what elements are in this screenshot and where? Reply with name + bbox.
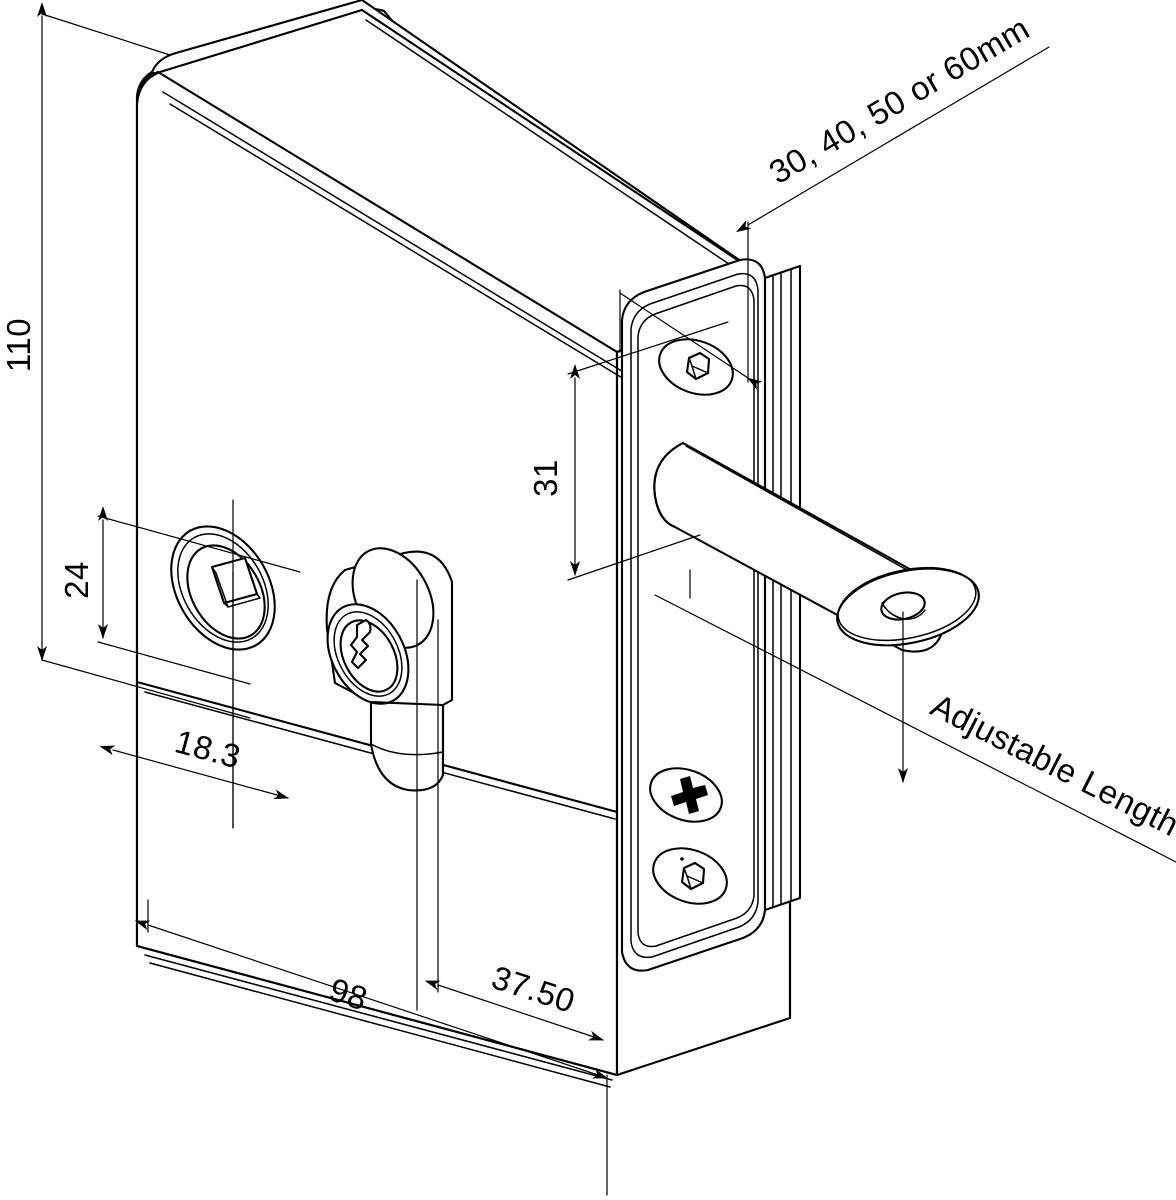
spindle-square-hole-depth-2 — [227, 593, 261, 608]
dimension-24: 24 — [58, 506, 301, 685]
lock-body-top-right-bevel — [365, 19, 788, 304]
cylinder-face-ring-mid — [333, 611, 403, 697]
screw-hex-bottom-dot — [680, 857, 684, 861]
backplate-inner-outline-1 — [630, 272, 759, 959]
handle-lever — [653, 441, 980, 653]
dim-31-ext-bottom — [567, 534, 701, 581]
dim-24-ext-top — [97, 515, 301, 573]
thickness-options-label: 30, 40, 50 or 60mm — [763, 9, 1036, 191]
lock-body-top-bevel-1 — [162, 91, 626, 374]
thickness-dim-inner — [619, 292, 763, 390]
spindle-square-hole-depth — [211, 566, 229, 608]
dim-98-line — [134, 920, 608, 1079]
escutcheon-ring-2 — [177, 533, 269, 643]
lock-body-top-right-edge — [360, 8, 792, 297]
adjustable-leader-line — [654, 594, 1176, 863]
cylinder-cam-bottom — [370, 743, 444, 756]
square-spindle-escutcheon — [170, 525, 276, 651]
handle-end-hole-depth — [881, 602, 926, 620]
dim-110-ext-top — [41, 13, 171, 56]
handle-shaft-top-line — [685, 445, 917, 576]
screw-phillips — [649, 767, 723, 823]
dim-31-ext-top — [567, 321, 729, 375]
lock-body-top-bevel-2 — [169, 103, 630, 383]
adjustable-length-label: Adjustable Length — [925, 686, 1176, 843]
dim-31-label: 31 — [527, 459, 564, 497]
cylinder-cam-edge — [369, 700, 445, 707]
dim-24-ext-bottom — [97, 641, 251, 685]
handle-shaft-cap — [653, 441, 685, 529]
phillips-cross-icon — [671, 776, 708, 814]
dim-24-label: 24 — [58, 561, 95, 599]
screw-hex-top — [658, 338, 734, 396]
dimension-110: 110 — [0, 1, 251, 719]
handle-backplate — [620, 258, 802, 972]
backplate-inner-outline-2 — [637, 284, 755, 948]
dim-37-50-line — [424, 980, 604, 1041]
hex-socket-inner-2 — [691, 365, 709, 374]
hex-socket-icon-bottom — [680, 861, 706, 891]
dim-18-3-line — [99, 745, 289, 800]
thickness-leader-line — [735, 46, 1050, 233]
euro-cylinder — [325, 547, 454, 1011]
screw-hex-bottom — [652, 847, 728, 905]
lock-body-corner-round-tl — [135, 8, 364, 106]
hex-socket-bottom-inner-2 — [686, 875, 704, 884]
dim-110-label: 110 — [0, 318, 37, 372]
dimension-31: 31 — [527, 321, 729, 581]
handle-end-oval-inner-rim — [837, 566, 977, 642]
lock-body-top-plane — [150, 0, 792, 354]
dim-110-ext-bottom — [41, 659, 251, 719]
cylinder-keyway — [349, 618, 372, 670]
hex-socket-icon — [685, 351, 711, 381]
